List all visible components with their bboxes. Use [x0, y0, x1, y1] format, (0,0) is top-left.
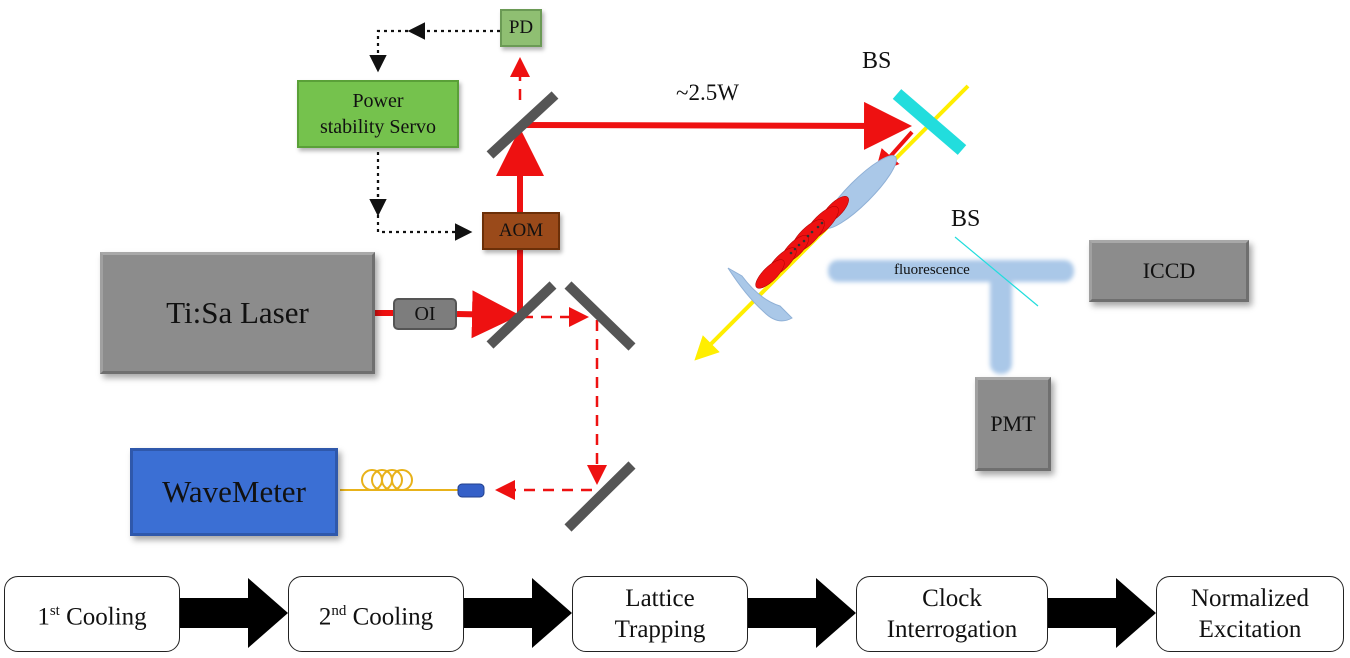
mirrors — [486, 91, 636, 532]
step-clock-interrogation: Clock Interrogation — [856, 576, 1048, 652]
step-second-cooling: 2nd Cooling — [288, 576, 464, 652]
fluorescence-path — [828, 260, 1074, 374]
step-first-cooling: 1st Cooling — [4, 576, 180, 652]
step5-line1: Normalized — [1190, 585, 1309, 612]
beamsplitter-2 — [954, 236, 1039, 307]
curved-mirror — [727, 267, 793, 322]
lattice-atoms — [755, 196, 849, 289]
optical-isolator: OI — [393, 298, 457, 330]
fiber-coupler — [457, 483, 485, 498]
servo-label-line2: stability Servo — [319, 116, 437, 138]
beamsplitter-2-label: BS — [951, 206, 981, 232]
step-normalized-excitation: Normalized Excitation — [1156, 576, 1344, 652]
step2-text: Cooling — [346, 603, 434, 631]
aom: AOM — [482, 212, 560, 250]
step3-line2: Trapping — [614, 616, 706, 643]
aom-label: AOM — [498, 220, 544, 241]
servo-feedback — [369, 22, 500, 241]
pmt-label: PMT — [990, 411, 1036, 436]
step4-line1: Clock — [922, 585, 982, 612]
pickoff-beams — [495, 57, 607, 500]
beamsplitter-1 — [892, 89, 967, 155]
power-stability-servo: Power stability Servo — [297, 80, 459, 148]
step4-line2: Interrogation — [886, 616, 1018, 643]
step1-ordinal: st — [49, 602, 60, 619]
fluorescence-label: fluorescence — [894, 262, 970, 278]
wavemeter-label: WaveMeter — [162, 474, 306, 509]
beamsplitter-1-label: BS — [862, 48, 892, 74]
laser-label: Ti:Sa Laser — [166, 295, 309, 330]
step5-line2: Excitation — [1198, 616, 1302, 643]
ti-sa-laser: Ti:Sa Laser — [100, 252, 375, 374]
pmt-detector: PMT — [975, 377, 1051, 471]
main-beam — [375, 101, 914, 339]
photodiode: PD — [500, 9, 542, 47]
step1-number: 1 — [37, 603, 50, 631]
step1-text: Cooling — [66, 603, 147, 631]
isolator-label: OI — [414, 302, 436, 325]
sequence-arrows — [180, 578, 1156, 648]
servo-label-line1: Power — [352, 90, 404, 112]
iccd-camera: ICCD — [1089, 240, 1249, 302]
fiber — [340, 469, 458, 491]
step-lattice-trapping: Lattice Trapping — [572, 576, 748, 652]
wavemeter: WaveMeter — [130, 448, 338, 536]
step2-ordinal: nd — [331, 602, 347, 619]
iccd-label: ICCD — [1142, 258, 1196, 283]
power-label: ~2.5W — [676, 80, 739, 105]
pd-label: PD — [508, 17, 534, 38]
step2-number: 2 — [318, 603, 332, 631]
step3-line1: Lattice — [625, 585, 695, 612]
